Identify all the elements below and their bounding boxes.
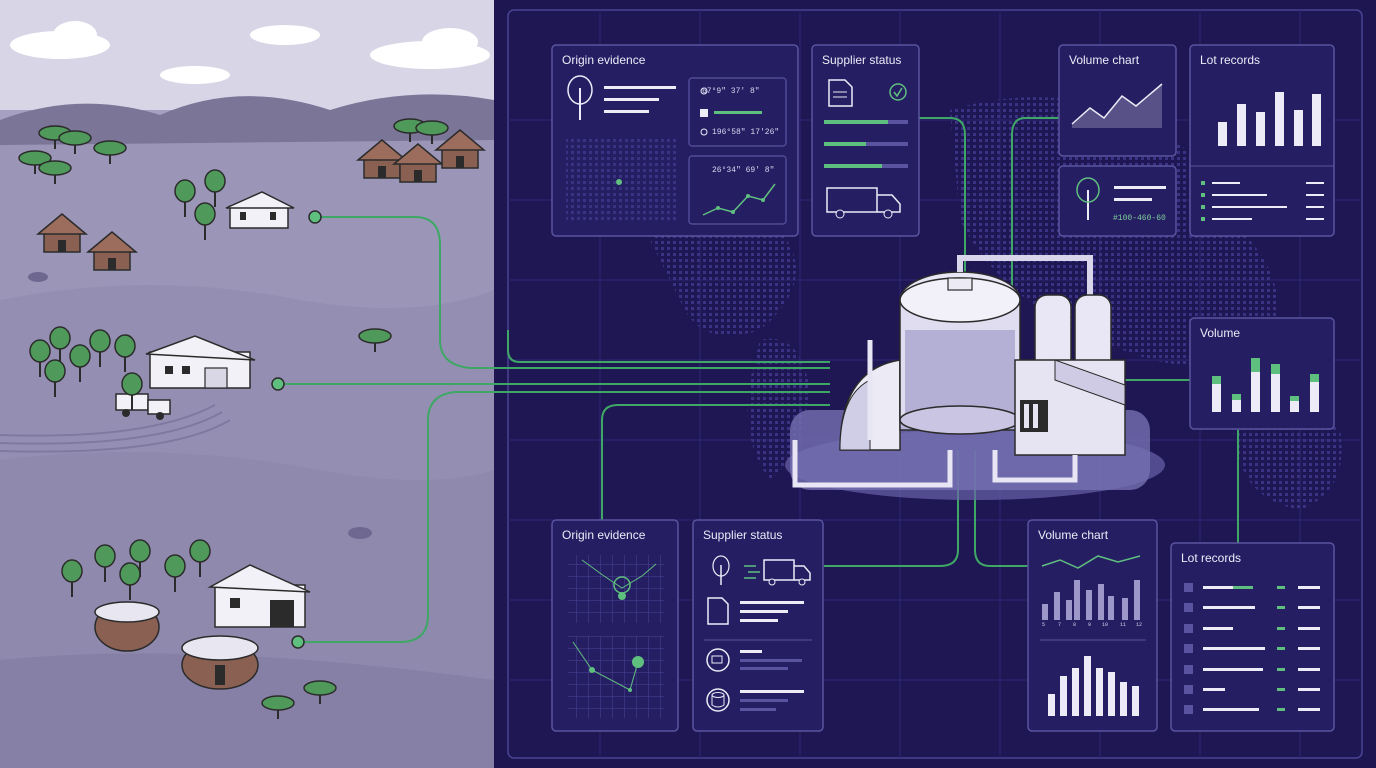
lot-records-panel-bottom: Lot records [1171,543,1334,731]
supplier-status-panel-bottom: Supplier status [693,520,823,731]
upper-village [18,118,485,282]
document-icon [707,597,729,625]
volume-chart-panel-top: Volume chart [1059,45,1176,156]
coordinate-3: 26°34" 69' 8" [712,166,775,175]
volume-chart-top-graphics [1058,44,1177,157]
lot-id-card-graphics [1058,165,1177,237]
origin-evidence-top-graphics [551,44,799,237]
lower-village [61,527,372,720]
volume-panel-right: Volume [1190,318,1334,429]
panel-title: Lot records [1181,551,1242,565]
supplier-status-top-graphics [811,44,920,237]
lot-id-card: #100-460-60 [1059,166,1176,236]
panel-title: Volume chart [1038,528,1109,542]
axis-label: 10 [1102,622,1109,628]
volume-chart-bottom-graphics [1027,519,1158,732]
panel-title: Supplier status [822,53,902,67]
volume-chart-panel-bottom: Volume chart 5 7 8 9 10 11 12 [1028,520,1157,731]
tree-icon [1076,177,1100,220]
truck-icon [763,559,811,586]
panel-title: Volume [1200,326,1241,340]
axis-label: 11 [1120,622,1127,628]
factory-icon [785,255,1165,500]
panel-title: Supplier status [703,528,783,542]
location-pin-icon [700,87,708,95]
lot-records-bottom-graphics [1170,542,1335,732]
axis-label: 12 [1136,622,1143,628]
panel-title: Origin evidence [562,528,646,542]
axis-label: 5 [1042,622,1046,628]
volume-right-graphics [1189,317,1335,430]
connection-lines [278,117,1239,643]
lot-id: #100-460-60 [1113,214,1166,223]
origin-evidence-panel-top: Origin evidence 67°9" 37' 8" 196°58" 17'… [552,45,798,236]
lot-records-top-graphics [1189,44,1335,237]
origin-evidence-panel-bottom: Origin evidence [552,520,678,731]
panel-title: Origin evidence [562,53,646,67]
truck-icon [115,372,171,420]
coordinate-1: 67°9" 37' 8" [702,87,760,96]
tree-icon [712,555,730,585]
axis-label: 9 [1088,622,1092,628]
axis-label: 7 [1058,622,1062,628]
coordinate-2: 196°58" 17'26" [712,128,780,137]
tree-icon [567,75,593,120]
truck-icon [826,187,901,219]
supplier-status-panel-top: Supplier status [812,45,919,236]
origin-evidence-bottom-graphics [551,519,679,732]
database-icon [706,688,730,712]
lot-records-panel-top: Lot records [1190,45,1334,236]
barn-icon [225,191,295,229]
panel-title: Lot records [1200,53,1261,67]
axis-label: 8 [1073,622,1077,628]
document-icon [828,79,853,107]
panel-title: Volume chart [1069,53,1140,67]
check-circle-icon [889,83,907,101]
middle-village [29,326,392,420]
supplier-status-bottom-graphics [692,519,824,732]
